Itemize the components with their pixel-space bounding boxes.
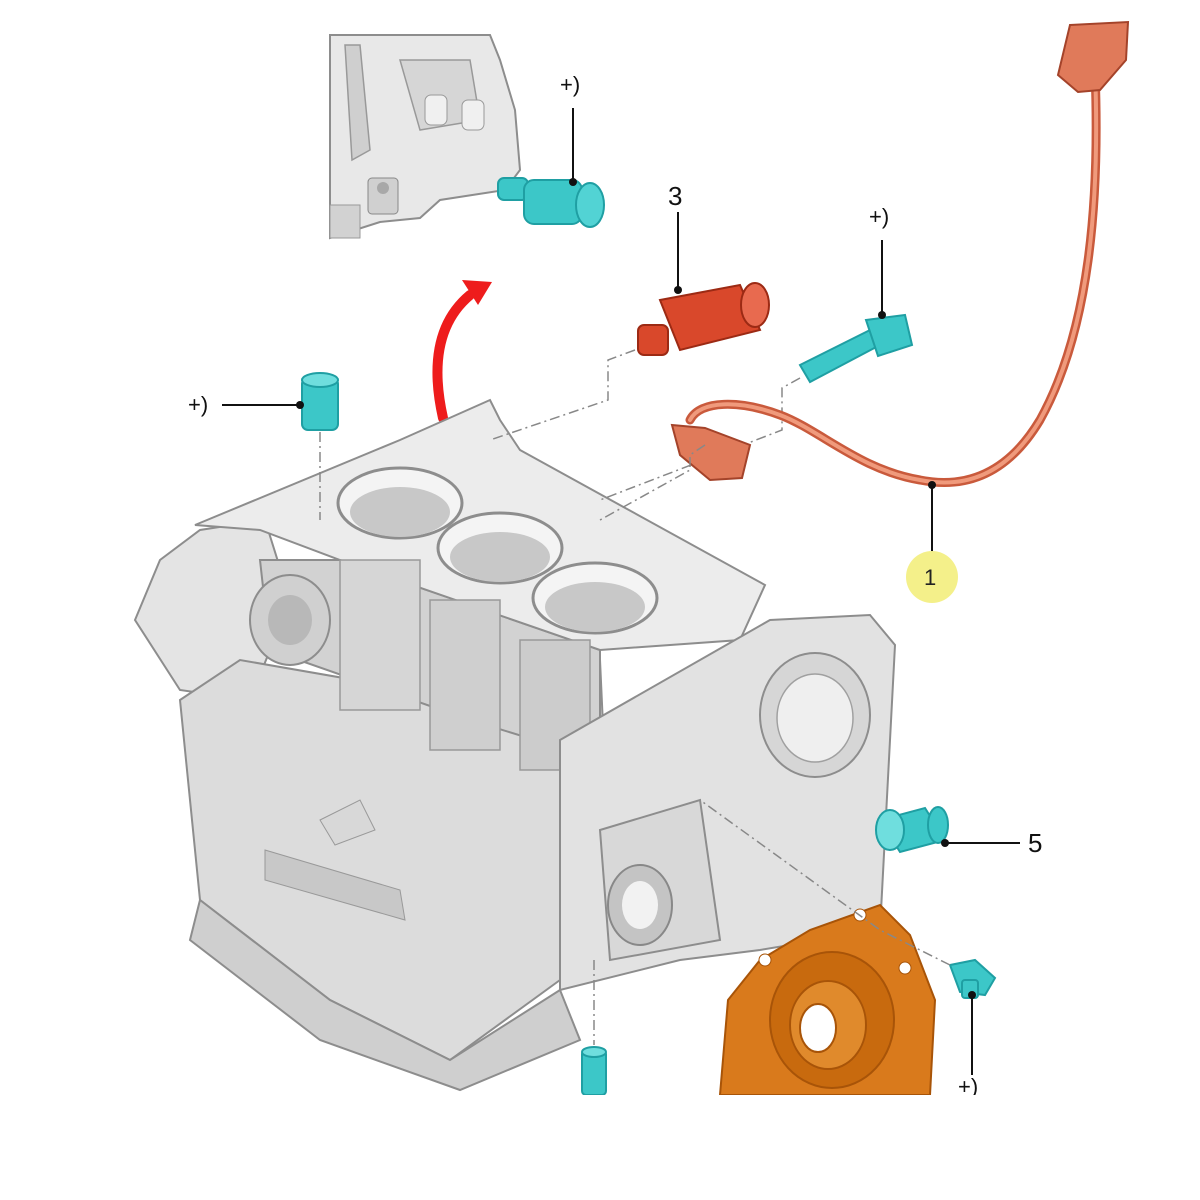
- callout-plus-top-inset: +): [560, 72, 580, 97]
- callout-part-5: 5: [1028, 828, 1042, 858]
- bottom-margin: [0, 1095, 1200, 1200]
- dowel-lower: [581, 1046, 607, 1096]
- dowel-part-5: [875, 806, 949, 854]
- inset-detail-view: [329, 34, 522, 240]
- callout-part-3: 3: [668, 181, 682, 211]
- red-arrow: [432, 280, 492, 423]
- bolt-upper: [798, 313, 914, 384]
- sensor-harness-part-1: [670, 20, 1130, 487]
- assembly-line: [699, 799, 951, 966]
- leader-dot: [928, 481, 936, 489]
- callout-part-1: 1: [924, 565, 936, 590]
- assembly-line: [489, 349, 636, 441]
- leader-dot: [296, 401, 304, 409]
- rear-seal-carrier-plate: [718, 903, 937, 1096]
- callout-plus-bolt-upper: +): [869, 204, 889, 229]
- inset-sensor-cyan: [497, 177, 605, 228]
- leader-dot: [941, 839, 949, 847]
- leader-dot: [878, 311, 886, 319]
- cylinder-bores: [336, 466, 659, 635]
- leader-dot: [968, 991, 976, 999]
- assembly-line: [599, 444, 706, 521]
- callout-badge-1: [906, 551, 958, 603]
- leader-dot: [569, 178, 577, 186]
- leader-dot: [674, 286, 682, 294]
- callout-plus-bolt-lower: +): [958, 1074, 978, 1099]
- dowel-sleeve-upper: [301, 372, 339, 431]
- engine-block: [133, 398, 897, 1092]
- callout-plus-dowel-left: +): [188, 392, 208, 417]
- knock-sensor-part-3: [637, 282, 770, 356]
